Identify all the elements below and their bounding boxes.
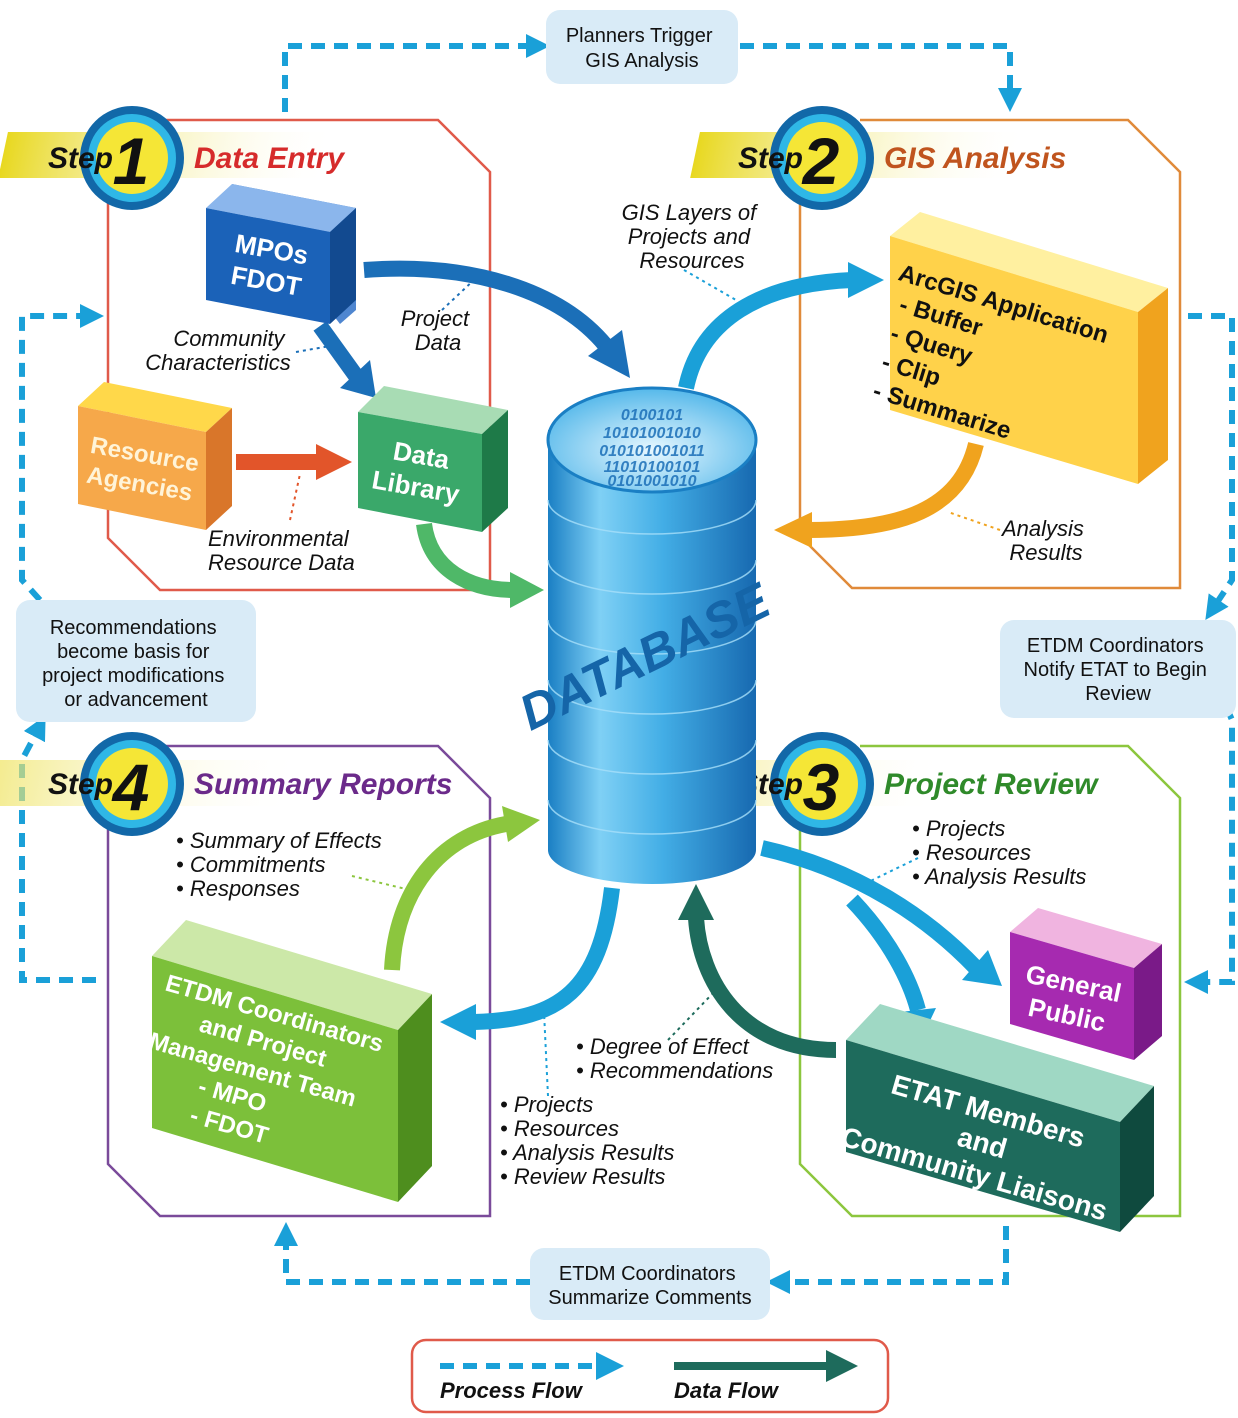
process-flow-to-step2 — [740, 43, 1022, 112]
planners-trigger-line1: Planners Trigger — [566, 25, 713, 47]
arrow-mpos-to-library — [313, 321, 363, 381]
step3-number: 3 — [803, 750, 840, 824]
recommendations-line1: Recommendations — [50, 617, 217, 639]
process-flow-to-notify — [1188, 313, 1235, 620]
svg-text:Planners Trigger GIS Ana: Planners Trigger GIS Analysis — [566, 25, 718, 72]
arrow-etat-to-database — [688, 917, 837, 1058]
legend-process-arrow — [596, 1352, 624, 1380]
community-label: Community Characteristics — [145, 326, 290, 375]
step4-number: 4 — [111, 750, 150, 824]
etdm-summarize-line1: ETDM Coordinators — [559, 1263, 736, 1285]
environmental-label: Environmental Resource Data — [208, 526, 355, 575]
planners-trigger-line2: GIS Analysis — [585, 50, 698, 72]
arrow-arcgis-to-database — [807, 441, 984, 538]
step2-title: GIS Analysis — [884, 142, 1066, 175]
step3-frame — [798, 744, 1182, 1218]
process-flow-to-planners — [282, 34, 550, 112]
annotations: Project Data Community Characteristics E… — [145, 200, 1090, 1189]
process-flow-to-summarize — [766, 1226, 1009, 1294]
process-flow-to-step3 — [1184, 704, 1235, 994]
binary-line2: 10101001010 — [603, 425, 701, 442]
step2-number: 2 — [801, 124, 840, 198]
arrow-etdm-to-database — [384, 816, 508, 971]
legend-data-label: Data Flow — [674, 1378, 780, 1403]
recommendations-line3: project modifications — [42, 665, 224, 687]
step1-number: 1 — [113, 124, 150, 198]
step4-title: Summary Reports — [194, 768, 452, 801]
etdm-team-block: ETDM Coordinators and Project Management… — [146, 920, 432, 1202]
step4-badge: Step 4 Summary Reports — [0, 732, 452, 836]
annotation-leaders — [289, 269, 1001, 1097]
step1-title: Data Entry — [194, 142, 345, 175]
process-flow-to-step4 — [274, 1222, 530, 1285]
step4-word: Step — [48, 768, 113, 801]
step1-badge: Step 1 Data Entry — [0, 106, 345, 210]
gis-layers-label: GIS Layers of Projects and Resources — [622, 200, 763, 273]
resource-agencies-block: Resource Agencies — [78, 382, 232, 530]
recommendations-line4: or advancement — [64, 689, 208, 711]
process-flow-to-recommendations — [19, 715, 96, 983]
legend: Process Flow Data Flow — [410, 1338, 890, 1414]
arrow-database-to-public — [760, 840, 982, 974]
analysis-results-label: Analysis Results — [1000, 516, 1090, 565]
step3-list: • Projects • Resources • Analysis Result… — [912, 816, 1086, 889]
arrow-database-to-etdm — [473, 887, 620, 1030]
etdm-notify-line2: Notify ETAT to Begin — [1024, 659, 1207, 681]
data-library-block: Data Library — [358, 386, 508, 532]
database-cylinder: 0100101 10101001010 010101001011 1101010… — [511, 386, 780, 884]
project-data-label: Project Data — [401, 306, 476, 355]
etdm-summarize-line2: Summarize Comments — [548, 1287, 751, 1309]
step2-word: Step — [738, 142, 803, 175]
planners-trigger-box: Planners Trigger GIS Analysis — [546, 10, 738, 84]
arrow-database-to-etat — [846, 894, 926, 1013]
svg-text:Recommendations become b: Recommendations become basis for project… — [42, 617, 230, 711]
process-flow-to-step1 — [19, 304, 104, 603]
binary-line4: 11010100101 — [604, 459, 701, 476]
svg-text:ETDM Coordinators Notify: ETDM Coordinators Notify ETAT to Begin R… — [1024, 635, 1213, 705]
recommendations-box: Recommendations become basis for project… — [16, 600, 256, 722]
arrow-mpos-to-database — [363, 260, 613, 352]
etdm-notify-box: ETDM Coordinators Notify ETAT to Begin R… — [1000, 620, 1236, 718]
etdm-summarize-box: ETDM Coordinators Summarize Comments — [530, 1248, 770, 1320]
binary-line5: 0101001010 — [608, 473, 697, 490]
bottom-list: • Projects • Resources • Analysis Result… — [500, 1092, 681, 1189]
etdm-notify-line3: Review — [1085, 683, 1151, 705]
binary-line1: 0100101 — [621, 407, 683, 424]
degree-list: • Degree of Effect • Recommendations — [576, 1034, 773, 1083]
data-flow-arrows — [236, 260, 1002, 1058]
legend-data-arrow — [826, 1350, 858, 1382]
mpos-fdot-block: MPOs FDOT — [206, 184, 356, 324]
arrow-library-to-database — [416, 522, 515, 598]
general-public-block: General Public — [1010, 908, 1162, 1060]
step2-badge: Step 2 GIS Analysis — [690, 106, 1066, 210]
arcgis-block: ArcGIS Application - Buffer - Query - Cl… — [870, 212, 1168, 484]
step3-title: Project Review — [884, 768, 1099, 801]
step4-frame — [106, 744, 492, 1218]
arrow-database-to-arcgis — [678, 272, 853, 390]
step1-word: Step — [48, 142, 113, 175]
svg-text:ETDM Coordinators Summar: ETDM Coordinators Summarize Comments — [548, 1263, 751, 1309]
etdm-notify-line1: ETDM Coordinators — [1027, 635, 1204, 657]
recommendations-line2: become basis for — [57, 641, 210, 663]
binary-line3: 010101001011 — [599, 443, 705, 460]
legend-process-label: Process Flow — [440, 1378, 584, 1403]
step4-list: • Summary of Effects • Commitments • Res… — [176, 828, 388, 901]
